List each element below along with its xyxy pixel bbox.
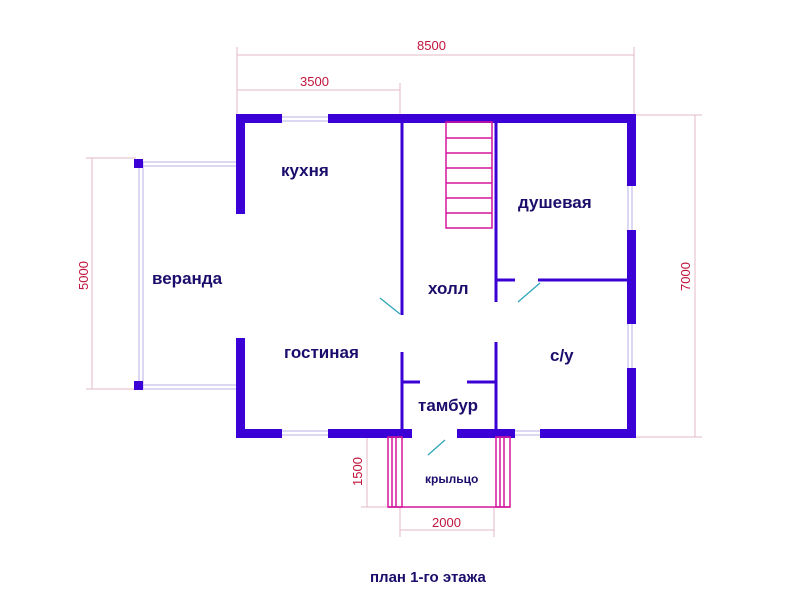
porch bbox=[387, 436, 511, 508]
exterior-walls bbox=[236, 114, 636, 438]
staircase bbox=[445, 121, 493, 229]
dim-veranda-depth: 5000 bbox=[76, 261, 91, 290]
dim-porch-depth: 1500 bbox=[350, 457, 365, 486]
dim-house-depth: 7000 bbox=[678, 262, 693, 291]
room-label-vestibule: тамбур bbox=[418, 396, 478, 415]
dim-kitchen-width: 3500 bbox=[300, 74, 329, 89]
room-label-bathroom: с/у bbox=[550, 346, 574, 365]
room-label-shower: душевая bbox=[518, 193, 592, 212]
dim-porch-width: 2000 bbox=[432, 515, 461, 530]
plan-caption: план 1-го этажа bbox=[370, 569, 486, 586]
windows bbox=[282, 116, 633, 436]
interior-walls bbox=[400, 122, 628, 430]
dimension-labels: 8500 3500 2000 5000 7000 1500 bbox=[76, 38, 693, 530]
dim-total-width: 8500 bbox=[417, 38, 446, 53]
room-labels: кухня веранда гостиная холл душевая с/у … bbox=[152, 161, 592, 486]
veranda-outline bbox=[134, 159, 237, 390]
room-label-kitchen: кухня bbox=[281, 161, 329, 180]
room-label-hall: холл bbox=[428, 279, 469, 298]
room-label-porch: крыльцо bbox=[425, 472, 478, 486]
doors bbox=[379, 282, 541, 456]
room-label-veranda: веранда bbox=[152, 269, 223, 288]
room-label-living: гостиная bbox=[284, 343, 359, 362]
